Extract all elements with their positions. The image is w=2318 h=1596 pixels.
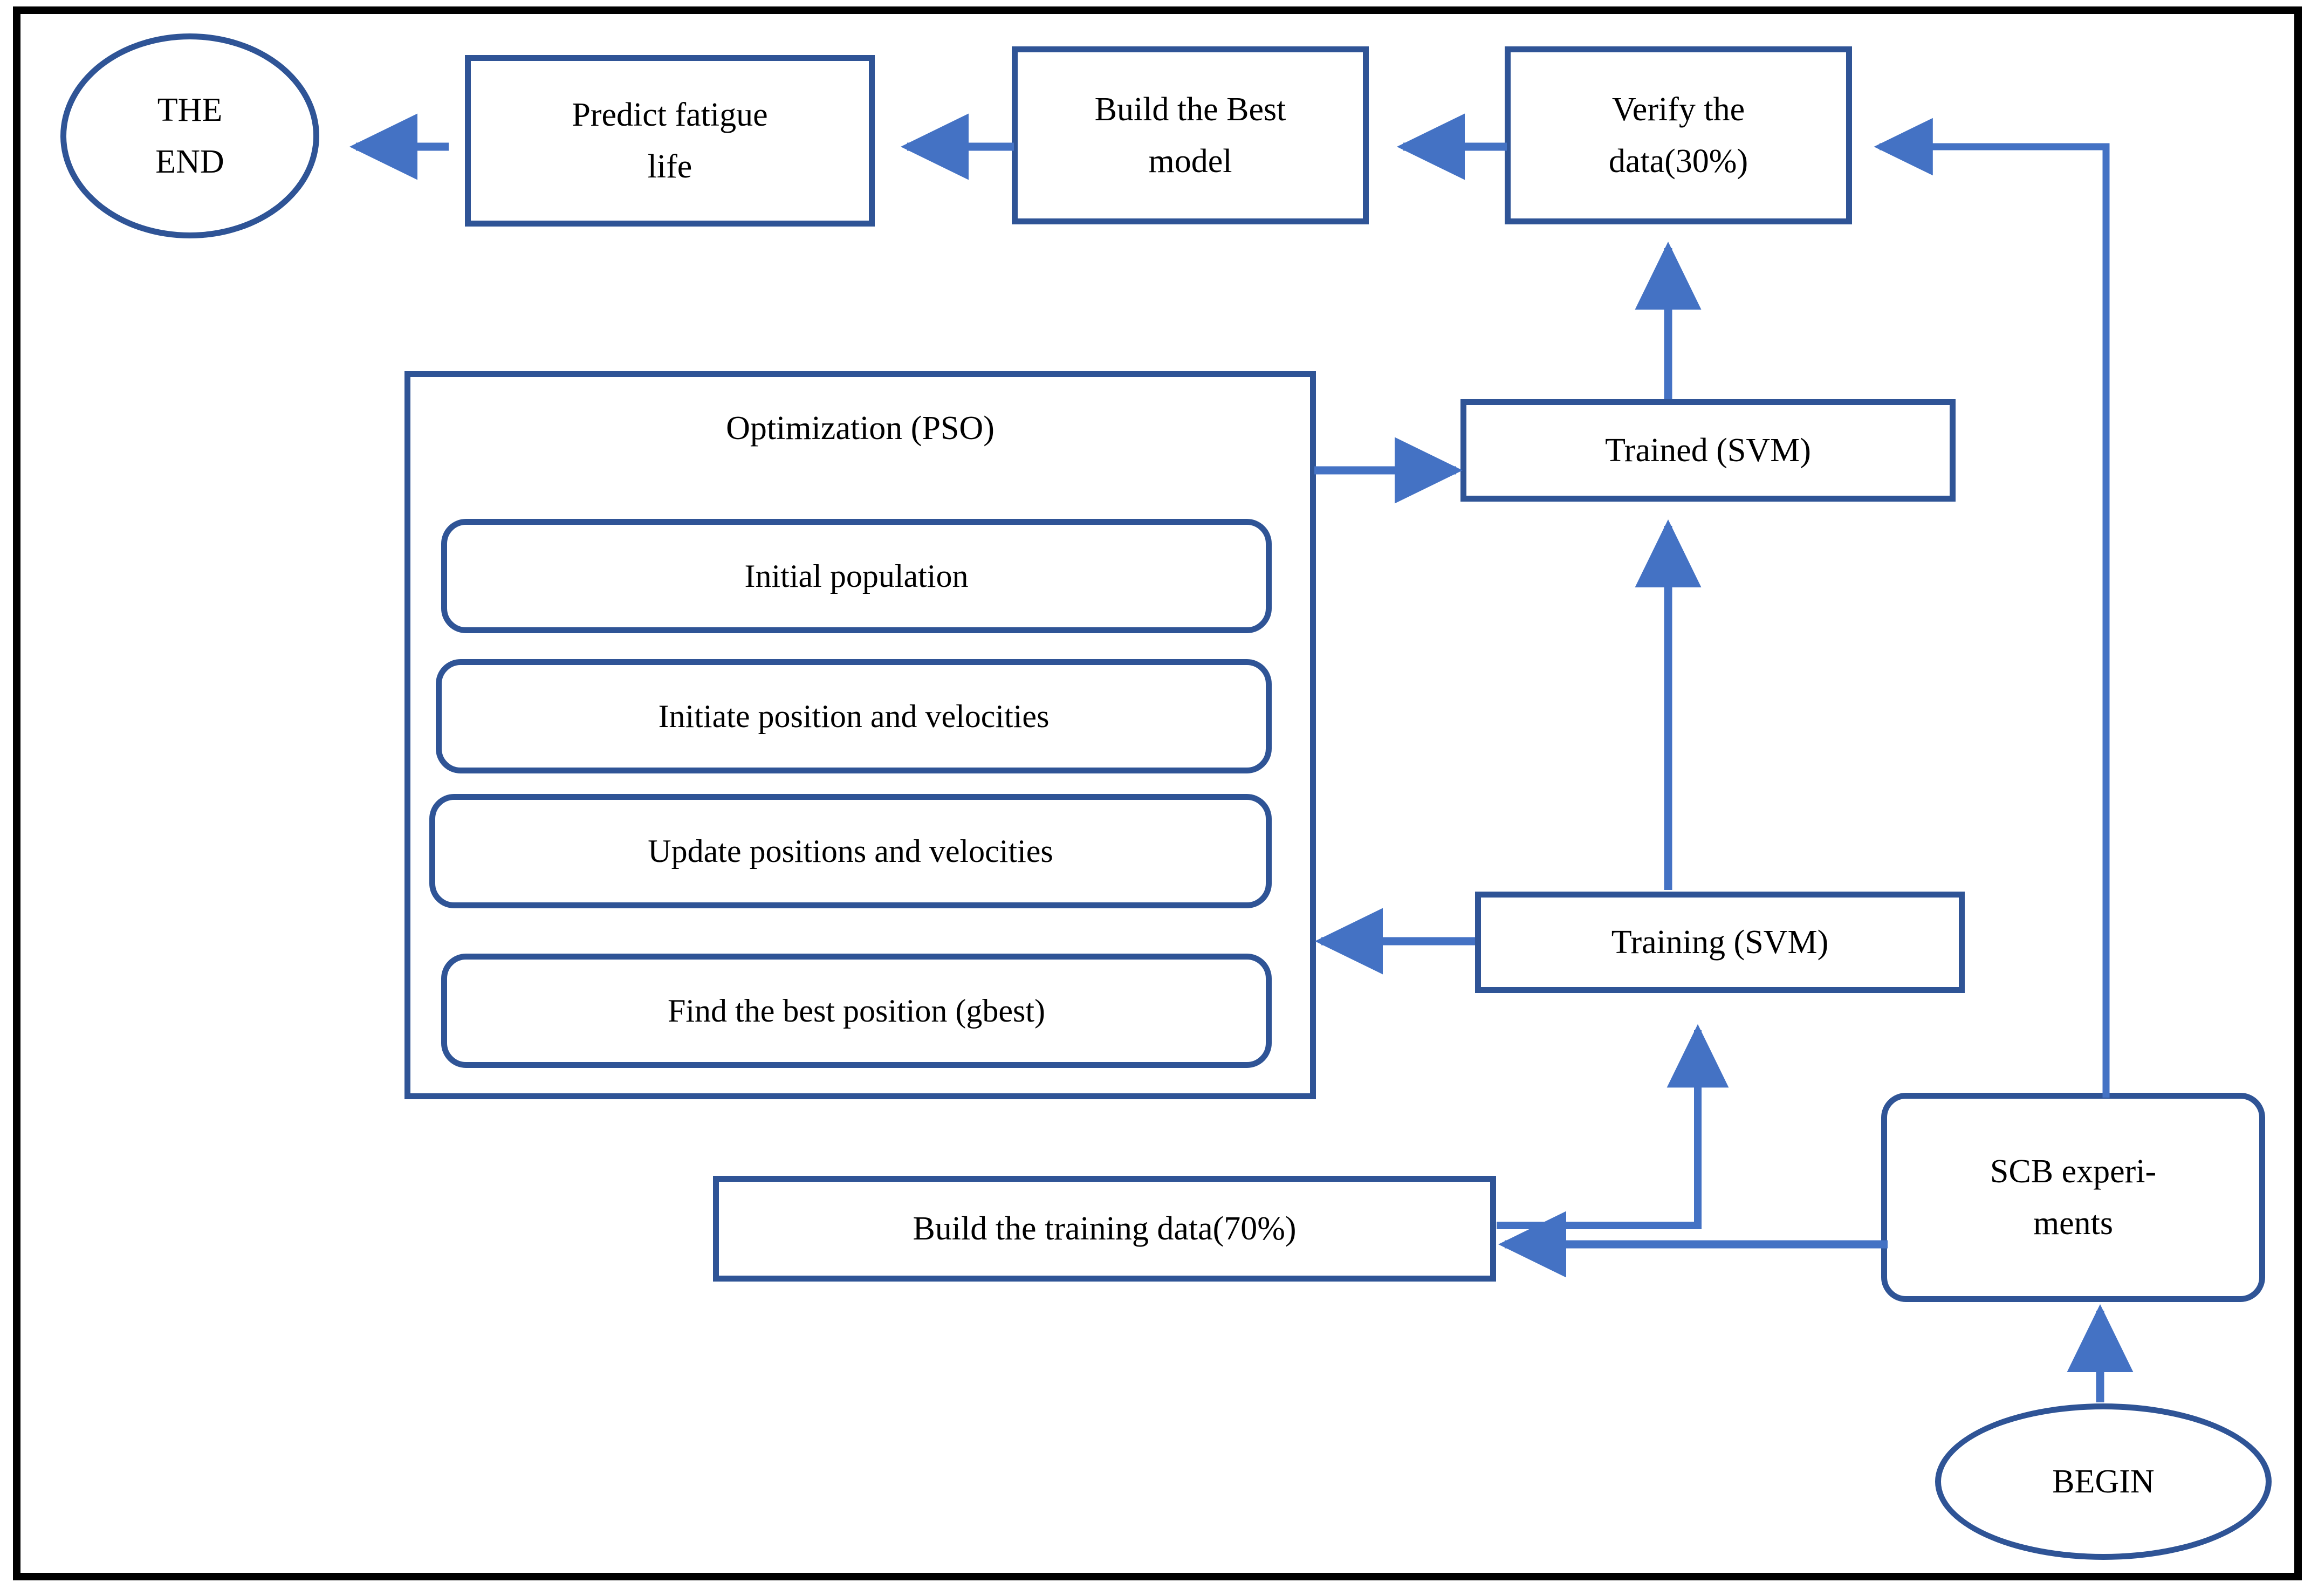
node-scb-experiments-label: SCB experi- ments [1990, 1153, 2157, 1242]
node-initiate-position-velocities-label: Initiate position and velocities [658, 698, 1050, 734]
node-training-svm-label: Training (SVM) [1611, 923, 1829, 961]
node-the-end[interactable]: THE END [60, 33, 319, 238]
node-update-positions-velocities[interactable]: Update positions and velocities [429, 794, 1272, 908]
node-initiate-position-velocities[interactable]: Initiate position and velocities [436, 659, 1272, 773]
node-find-best-position[interactable]: Find the best position (gbest) [441, 954, 1272, 1068]
group-optimization-pso-title: Optimization (PSO) [726, 410, 995, 447]
node-build-best-model-label: Build the Best model [1094, 91, 1286, 180]
node-verify-data[interactable]: Verify the data(30%) [1505, 46, 1852, 224]
node-initial-population[interactable]: Initial population [441, 519, 1272, 633]
node-build-best-model[interactable]: Build the Best model [1012, 46, 1369, 224]
node-build-training-data[interactable]: Build the training data(70%) [713, 1176, 1496, 1282]
node-trained-svm[interactable]: Trained (SVM) [1460, 399, 1956, 502]
node-build-training-data-label: Build the training data(70%) [913, 1210, 1297, 1247]
outer-border-frame [13, 6, 2302, 1580]
node-predict-fatigue-life[interactable]: Predict fatigue life [465, 55, 875, 227]
node-begin-label: BEGIN [2052, 1463, 2155, 1500]
node-scb-experiments[interactable]: SCB experi- ments [1881, 1093, 2265, 1302]
node-verify-data-label: Verify the data(30%) [1608, 91, 1748, 180]
node-find-best-position-label: Find the best position (gbest) [668, 992, 1045, 1029]
node-the-end-label: THE END [155, 91, 224, 180]
node-predict-fatigue-life-label: Predict fatigue life [572, 96, 768, 185]
node-begin[interactable]: BEGIN [1935, 1403, 2272, 1560]
node-trained-svm-label: Trained (SVM) [1605, 431, 1811, 469]
node-update-positions-velocities-label: Update positions and velocities [648, 833, 1053, 869]
node-initial-population-label: Initial population [744, 558, 969, 594]
node-training-svm[interactable]: Training (SVM) [1475, 892, 1965, 993]
